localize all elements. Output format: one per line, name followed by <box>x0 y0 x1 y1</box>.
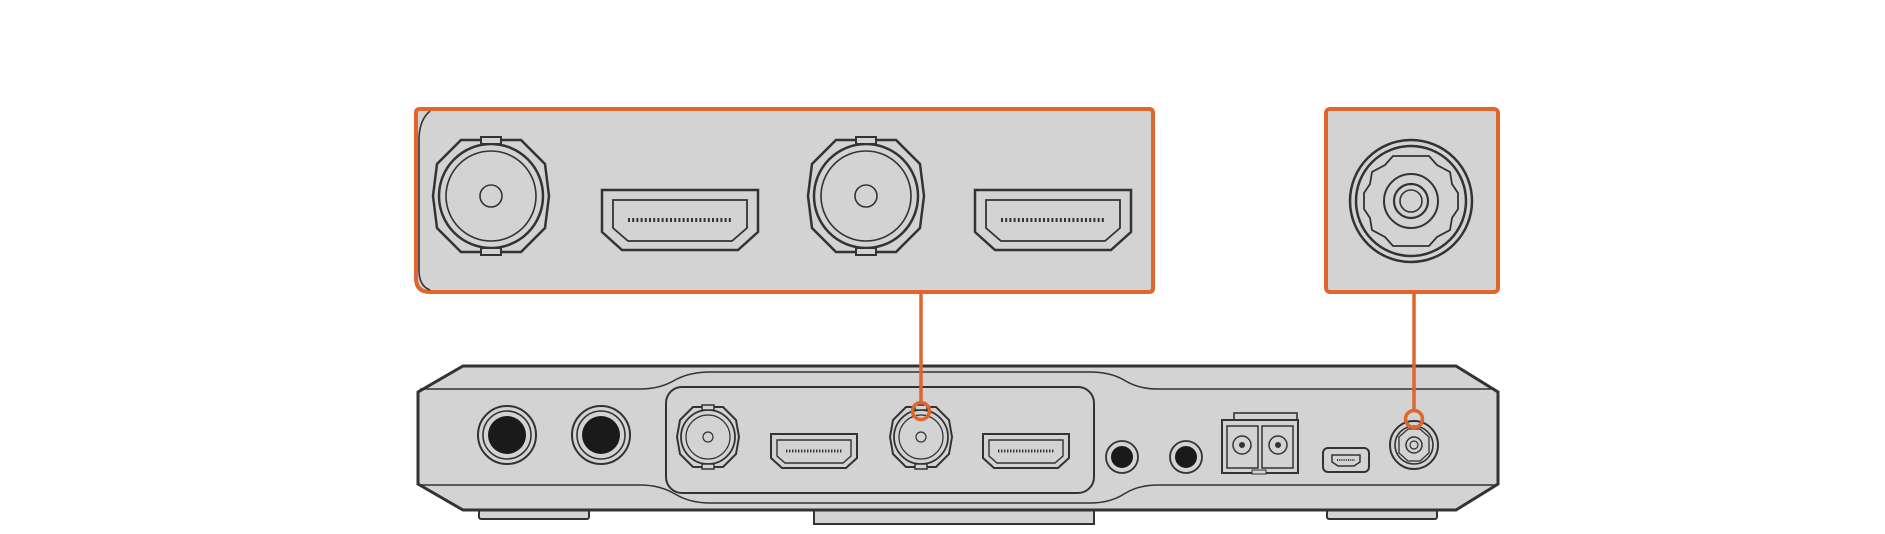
callout-leader-lines <box>910 292 1425 430</box>
bnc-connector-icon <box>806 135 926 257</box>
audio-jack-icon <box>477 405 537 465</box>
mini-jack-icon <box>1105 440 1139 474</box>
video-connectors-callout <box>414 107 1155 294</box>
hdmi-connector-icon <box>973 188 1133 252</box>
highlight-ring <box>1403 408 1425 430</box>
threaded-coax-connector-icon <box>1348 138 1474 264</box>
bnc-connector-icon <box>889 404 953 470</box>
usb-port-icon <box>1322 447 1370 473</box>
bnc-connector-icon <box>676 404 740 470</box>
hdmi-connector-icon <box>981 432 1071 470</box>
mini-jack-icon <box>1169 440 1203 474</box>
device-rear-panel <box>416 364 1500 525</box>
audio-jack-icon <box>571 405 631 465</box>
hdmi-connector-icon <box>600 188 760 252</box>
optical-fiber-connector-icon <box>1221 412 1299 475</box>
bnc-connector-icon <box>431 135 551 257</box>
threaded-coax-connector-icon <box>1389 420 1439 470</box>
highlight-ring <box>910 400 932 422</box>
reference-connector-callout <box>1324 107 1500 294</box>
hdmi-connector-icon <box>769 432 859 470</box>
